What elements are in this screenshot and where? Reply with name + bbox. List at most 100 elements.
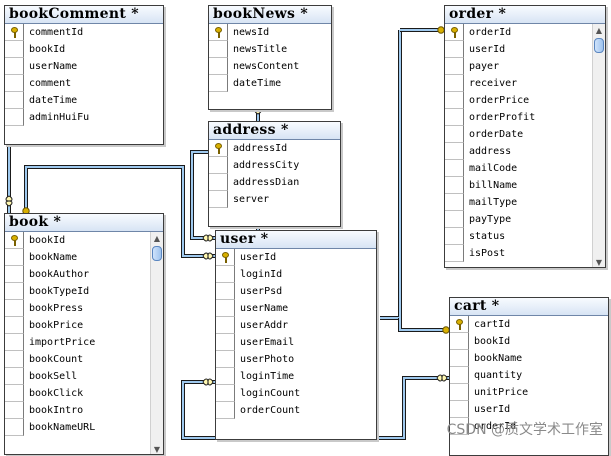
- field-row[interactable]: bookNameURL: [5, 419, 150, 436]
- field-row[interactable]: server: [209, 191, 340, 208]
- field-row[interactable]: payType: [445, 211, 592, 228]
- field-row[interactable]: userId: [445, 41, 592, 58]
- row-selector[interactable]: [5, 249, 24, 266]
- row-selector[interactable]: [5, 75, 24, 92]
- row-selector[interactable]: [445, 245, 464, 262]
- row-selector[interactable]: [216, 249, 235, 266]
- row-selector[interactable]: [209, 75, 228, 92]
- table-title[interactable]: bookComment *: [5, 6, 163, 24]
- field-row[interactable]: address: [445, 143, 592, 160]
- row-selector[interactable]: [5, 419, 24, 436]
- field-row[interactable]: commentId: [5, 24, 163, 41]
- row-selector[interactable]: [445, 75, 464, 92]
- field-row[interactable]: bookClick: [5, 385, 150, 402]
- field-row[interactable]: mailType: [445, 194, 592, 211]
- field-row[interactable]: loginCount: [216, 385, 376, 402]
- row-selector[interactable]: [5, 109, 24, 126]
- field-row[interactable]: receiver: [445, 75, 592, 92]
- field-row[interactable]: userPsd: [216, 283, 376, 300]
- row-selector[interactable]: [445, 194, 464, 211]
- row-selector[interactable]: [445, 126, 464, 143]
- field-row[interactable]: orderId: [445, 24, 592, 41]
- field-row[interactable]: adminHuiFu: [5, 109, 163, 126]
- row-selector[interactable]: [216, 351, 235, 368]
- row-selector[interactable]: [216, 283, 235, 300]
- field-row[interactable]: unitPrice: [450, 384, 608, 401]
- row-selector[interactable]: [450, 367, 469, 384]
- field-row[interactable]: comment: [5, 75, 163, 92]
- field-row[interactable]: userAddr: [216, 317, 376, 334]
- field-row[interactable]: bookName: [5, 249, 150, 266]
- row-selector[interactable]: [216, 334, 235, 351]
- field-row[interactable]: bookId: [5, 41, 163, 58]
- row-selector[interactable]: [450, 418, 469, 435]
- field-row[interactable]: orderProfit: [445, 109, 592, 126]
- field-row[interactable]: bookCount: [5, 351, 150, 368]
- field-row[interactable]: newsContent: [209, 58, 331, 75]
- field-row[interactable]: addressDian: [209, 174, 340, 191]
- row-selector[interactable]: [450, 333, 469, 350]
- row-selector[interactable]: [450, 401, 469, 418]
- field-row[interactable]: bookId: [5, 232, 150, 249]
- row-selector[interactable]: [445, 41, 464, 58]
- field-row[interactable]: addressId: [209, 140, 340, 157]
- row-selector[interactable]: [445, 177, 464, 194]
- row-selector[interactable]: [450, 350, 469, 367]
- row-selector[interactable]: [5, 334, 24, 351]
- scroll-up-arrow-icon[interactable]: ▲: [595, 26, 603, 35]
- table-title[interactable]: bookNews *: [209, 6, 331, 24]
- row-selector[interactable]: [5, 385, 24, 402]
- field-row[interactable]: userId: [450, 401, 608, 418]
- row-selector[interactable]: [5, 24, 24, 41]
- row-selector[interactable]: [216, 317, 235, 334]
- field-row[interactable]: userEmail: [216, 334, 376, 351]
- row-selector[interactable]: [216, 368, 235, 385]
- row-selector[interactable]: [445, 58, 464, 75]
- field-row[interactable]: importPrice: [5, 334, 150, 351]
- row-selector[interactable]: [209, 174, 228, 191]
- field-row[interactable]: orderCount: [216, 402, 376, 419]
- table-title[interactable]: cart *: [450, 298, 608, 316]
- field-row[interactable]: orderDate: [445, 126, 592, 143]
- row-selector[interactable]: [5, 317, 24, 334]
- row-selector[interactable]: [5, 41, 24, 58]
- row-selector[interactable]: [5, 402, 24, 419]
- row-selector[interactable]: [209, 41, 228, 58]
- field-row[interactable]: isPost: [445, 245, 592, 262]
- row-selector[interactable]: [445, 109, 464, 126]
- field-row[interactable]: loginTime: [216, 368, 376, 385]
- row-selector[interactable]: [216, 385, 235, 402]
- row-selector[interactable]: [216, 266, 235, 283]
- field-row[interactable]: billName: [445, 177, 592, 194]
- row-selector[interactable]: [5, 232, 24, 249]
- scroll-thumb[interactable]: [594, 38, 604, 53]
- table-title[interactable]: address *: [209, 122, 340, 140]
- field-row[interactable]: payer: [445, 58, 592, 75]
- table-title[interactable]: user *: [216, 231, 376, 249]
- field-row[interactable]: bookIntro: [5, 402, 150, 419]
- field-row[interactable]: bookPrice: [5, 317, 150, 334]
- link-order-cart[interactable]: [398, 318, 449, 332]
- field-row[interactable]: orderId: [450, 418, 608, 435]
- field-row[interactable]: userPhoto: [216, 351, 376, 368]
- row-selector[interactable]: [445, 143, 464, 160]
- row-selector[interactable]: [450, 384, 469, 401]
- scroll-up-arrow-icon[interactable]: ▲: [153, 234, 161, 243]
- row-selector[interactable]: [445, 211, 464, 228]
- row-selector[interactable]: [209, 58, 228, 75]
- field-row[interactable]: userName: [5, 58, 163, 75]
- field-row[interactable]: bookTypeId: [5, 283, 150, 300]
- field-row[interactable]: loginId: [216, 266, 376, 283]
- row-selector[interactable]: [5, 300, 24, 317]
- field-row[interactable]: bookSell: [5, 368, 150, 385]
- field-row[interactable]: dateTime: [5, 92, 163, 109]
- field-row[interactable]: bookName: [450, 350, 608, 367]
- row-selector[interactable]: [445, 228, 464, 245]
- link-user-order[interactable]: [380, 30, 402, 320]
- field-row[interactable]: newsId: [209, 24, 331, 41]
